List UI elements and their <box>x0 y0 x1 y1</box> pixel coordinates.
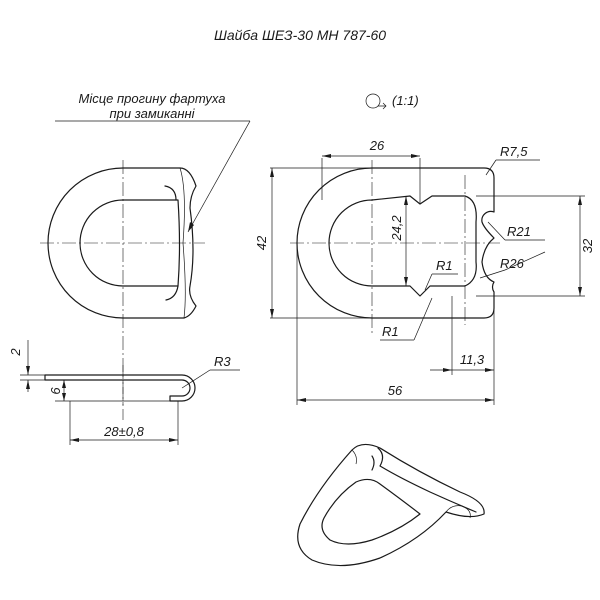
main-inner-contour <box>328 195 477 297</box>
iso-outer-contour <box>297 443 485 567</box>
side-view <box>40 160 205 405</box>
scale-indicator: (1:1) <box>365 93 419 110</box>
drawing-title: Шайба ШЕЗ-30 МН 787-60 <box>214 27 386 43</box>
dim-r7-5: R7,5 <box>500 144 528 159</box>
dim-26: 26 <box>369 138 385 153</box>
dim-r1-top: R1 <box>436 258 453 273</box>
dim-r3: R3 <box>214 354 231 369</box>
note-line-1: Місце прогину фартуха <box>79 91 226 106</box>
dim-56: 56 <box>388 383 403 398</box>
note-leader-line <box>187 120 251 233</box>
dim-r1-bottom: R1 <box>382 324 399 339</box>
dim-24-2: 24,2 <box>389 215 404 242</box>
section-profile <box>44 374 196 402</box>
section-view: 2 6 R3 28±0,8 <box>8 340 240 445</box>
isometric-view <box>297 443 485 567</box>
dim-r26: R26 <box>500 256 525 271</box>
dim-length-28: 28±0,8 <box>103 424 144 439</box>
dim-11-3: 11,3 <box>460 352 485 367</box>
bend-location-note: Місце прогину фартуха при замиканні <box>55 91 251 233</box>
dim-height-6: 6 <box>48 387 63 395</box>
dim-42: 42 <box>254 235 269 250</box>
scale-label: (1:1) <box>392 93 419 108</box>
iso-inner-contour <box>321 478 421 545</box>
dim-32: 32 <box>580 238 595 253</box>
main-view: 26 R7,5 42 24,2 32 R21 R26 <box>254 138 595 405</box>
side-view-outer-contour <box>47 167 197 319</box>
dim-r21: R21 <box>507 224 531 239</box>
dim-thickness-2: 2 <box>8 348 23 357</box>
note-line-2: при замиканні <box>109 106 195 121</box>
scale-circle-icon <box>365 93 381 109</box>
